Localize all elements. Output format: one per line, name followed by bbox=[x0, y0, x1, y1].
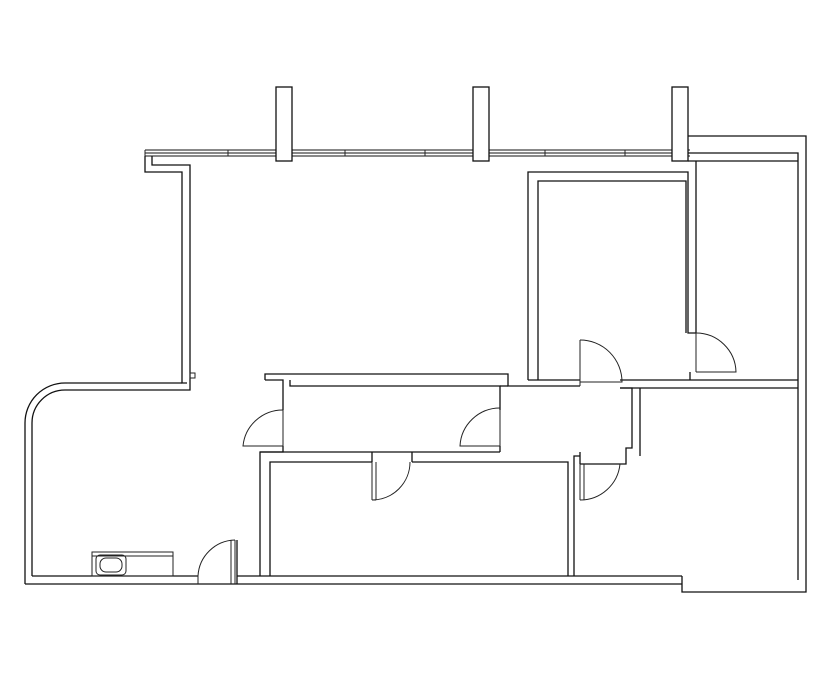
south-east-room-door[interactable] bbox=[579, 463, 621, 501]
conference-room-door[interactable] bbox=[371, 461, 411, 501]
south-outer-wall bbox=[25, 540, 682, 585]
sink-icon bbox=[91, 551, 174, 577]
north-office-2-door[interactable] bbox=[695, 332, 737, 373]
east-corridor-door[interactable] bbox=[459, 407, 501, 447]
corridor bbox=[264, 373, 641, 465]
pier-1 bbox=[275, 86, 293, 162]
north-east-wall bbox=[681, 135, 807, 593]
north-window-wall bbox=[144, 149, 690, 157]
north-office-1-door[interactable] bbox=[579, 339, 623, 386]
west-outer-wall bbox=[24, 156, 196, 584]
conference-room bbox=[259, 446, 569, 576]
south-east-room bbox=[573, 452, 581, 576]
north-office-2 bbox=[620, 161, 798, 389]
north-office-1 bbox=[527, 171, 696, 381]
pier-2 bbox=[472, 86, 490, 162]
west-corridor-door[interactable] bbox=[242, 409, 284, 447]
entry-door[interactable] bbox=[197, 539, 236, 584]
pier-3 bbox=[671, 86, 689, 162]
